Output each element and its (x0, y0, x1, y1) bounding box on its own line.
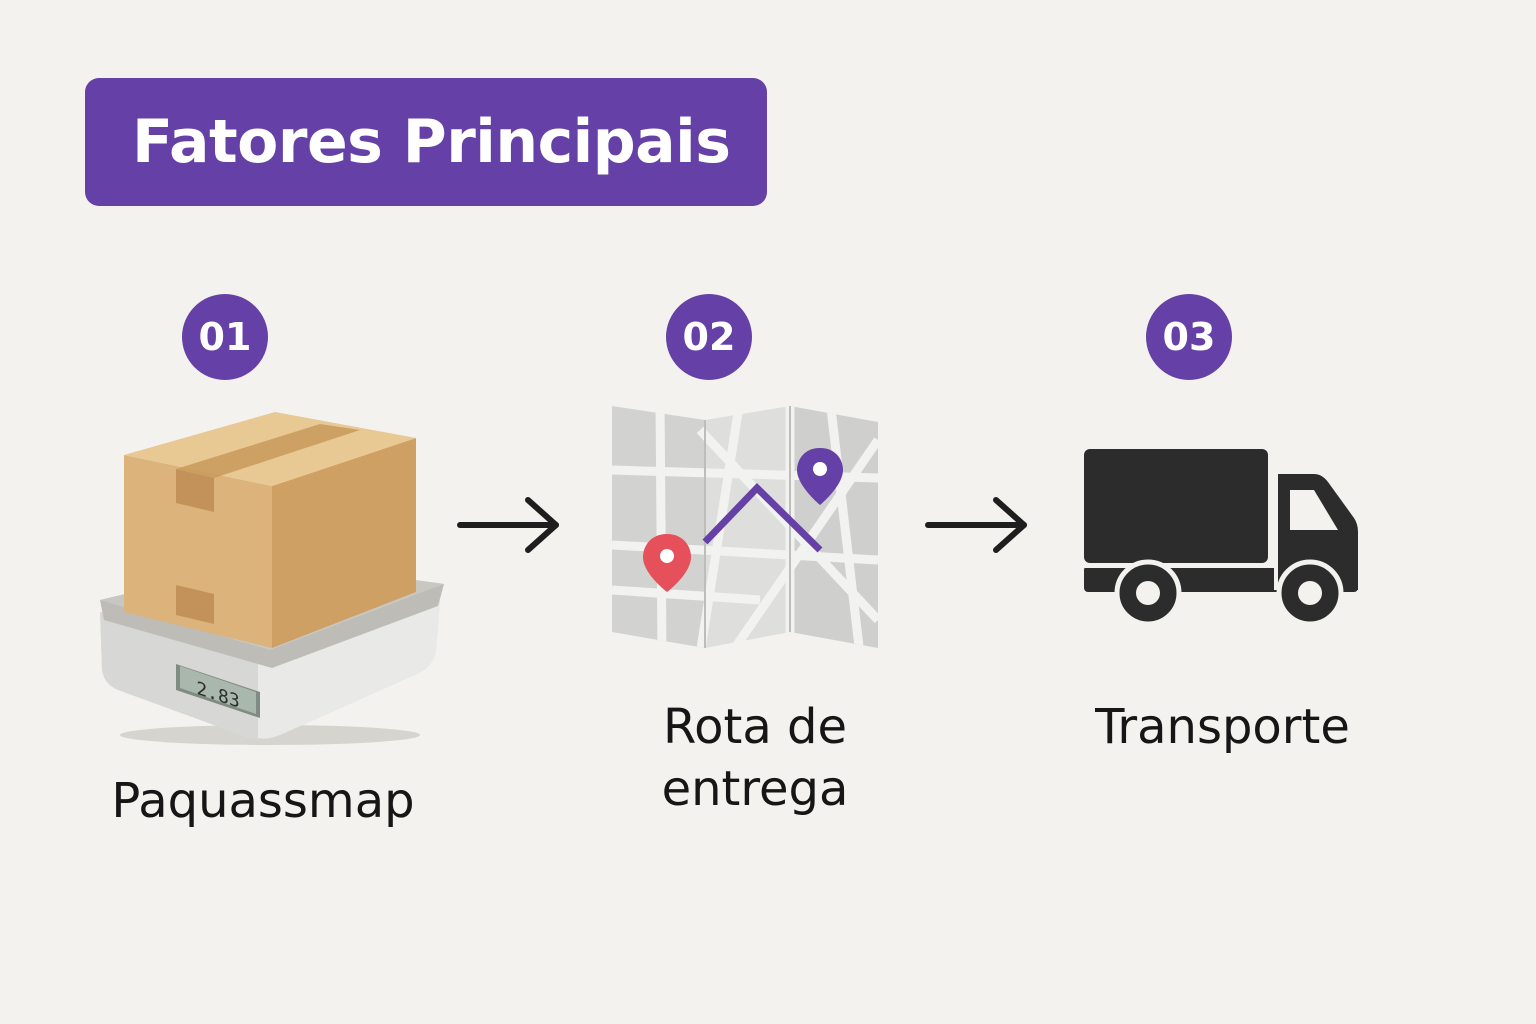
title-banner: Fatores Principais (85, 78, 767, 206)
step-number-badge-03: 03 (1146, 294, 1232, 380)
map-pin-purple-icon (797, 448, 843, 505)
arrow-right-icon (925, 497, 1027, 553)
step-label-03: Transporte (1095, 699, 1350, 755)
truck-icon (1084, 449, 1358, 625)
step-label-02-line1: Rota de (662, 699, 848, 755)
step-label-02: Rota de entrega (600, 696, 910, 820)
step-number-badge-01: 01 (182, 294, 268, 380)
map-pin-red-icon (643, 534, 691, 592)
step-label-01: Paquassmap (111, 773, 415, 829)
package-on-scale-icon: 2.83 (100, 412, 444, 745)
step-label-02-line2: entrega (661, 761, 849, 817)
route-map-icon (612, 406, 878, 648)
arrow-right-icon (457, 497, 559, 553)
page-title: Fatores Principais (132, 107, 731, 177)
step-number-badge-02: 02 (666, 294, 752, 380)
